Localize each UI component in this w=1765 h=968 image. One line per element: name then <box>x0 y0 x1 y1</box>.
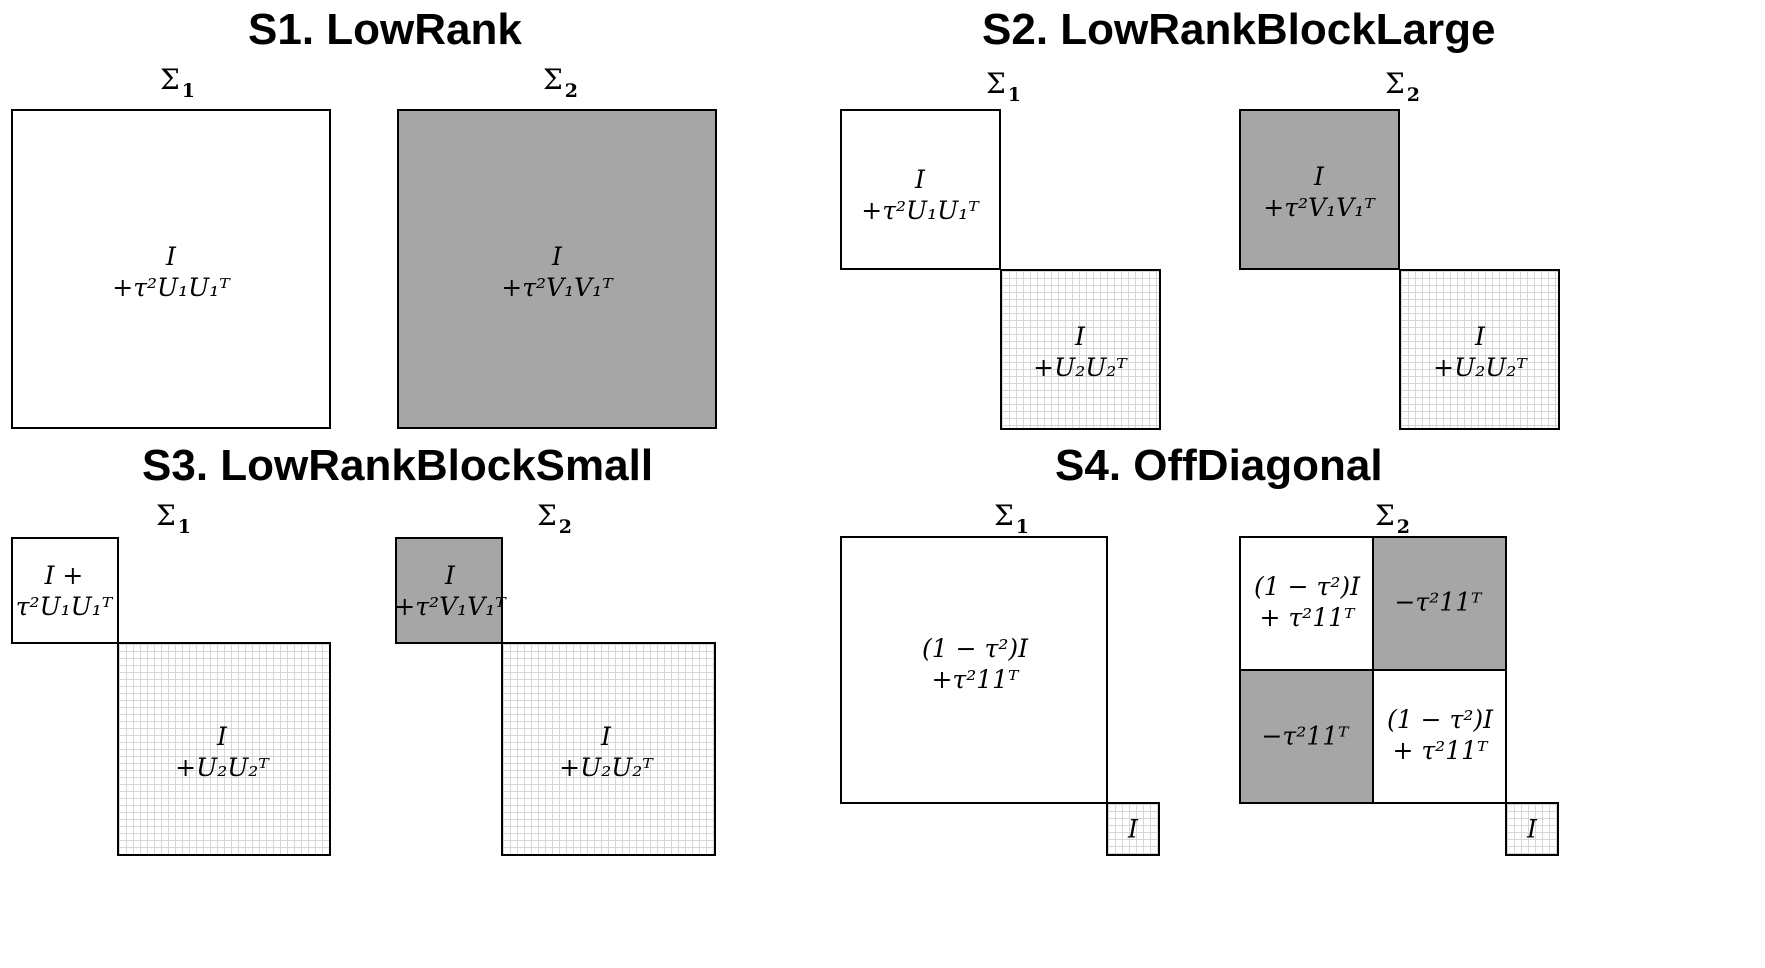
formula-line: I <box>915 164 925 194</box>
s1-sigma1-formula: I +τ²U₁U₁ᵀ <box>112 241 229 304</box>
s4-sigma2-identity-block <box>1505 802 1559 856</box>
sigma-symbol: Σ <box>986 67 1006 100</box>
sigma-subscript: 2 <box>558 516 573 538</box>
sigma-symbol: Σ <box>160 63 180 96</box>
formula-line: +U₂U₂ᵀ <box>1033 353 1127 382</box>
formula-line: I + <box>44 560 84 590</box>
formula-line: I <box>601 721 611 751</box>
s1-sigma2-formula: I +τ²V₁V₁ᵀ <box>501 241 612 304</box>
formula-line: +U₂U₂ᵀ <box>1433 353 1527 382</box>
s2-sigma2-block1-formula: I +τ²V₁V₁ᵀ <box>1263 161 1374 224</box>
s2-sigma1-block2-formula: I +U₂U₂ᵀ <box>1033 321 1127 384</box>
formula-line: + τ²11ᵀ <box>1392 736 1488 765</box>
s4-sigma1-identity-block <box>1106 802 1160 856</box>
formula-line: +τ²V₁V₁ᵀ <box>394 592 506 621</box>
formula-line: I <box>166 241 176 271</box>
formula-line: +U₂U₂ᵀ <box>175 753 269 782</box>
sigma-subscript: 1 <box>181 80 196 102</box>
s4-sigma2-bottom-right-block <box>1372 669 1507 804</box>
s4-sigma1-large-formula: (1 − τ²)I +τ²11ᵀ <box>922 633 1028 696</box>
s4-sigma2-bottom-left-formula: −τ²11ᵀ <box>1261 720 1348 751</box>
s3-sigma2-block2 <box>501 642 716 856</box>
sigma-subscript: 1 <box>1015 516 1030 538</box>
formula-line: I <box>217 721 227 751</box>
formula-line: +U₂U₂ᵀ <box>559 753 653 782</box>
s4-sigma2-top-right-block <box>1372 536 1507 671</box>
sigma-subscript: 2 <box>564 80 579 102</box>
sigma-symbol: Σ <box>1375 499 1395 532</box>
panel-title-s4: S4. OffDiagonal <box>1055 441 1383 490</box>
formula-line: +τ²V₁V₁ᵀ <box>1263 193 1375 222</box>
s4-sigma2-top-right-formula: −τ²11ᵀ <box>1394 586 1481 617</box>
sigma-symbol: Σ <box>543 63 563 96</box>
s1-sigma2-matrix <box>397 109 717 429</box>
sigma-subscript: 2 <box>1396 516 1411 538</box>
formula-line: I <box>445 560 455 590</box>
s2-sigma1-block1-formula: I +τ²U₁U₁ᵀ <box>861 164 978 227</box>
sigma-symbol: Σ <box>1385 67 1405 100</box>
formula-line: +τ²11ᵀ <box>931 665 1019 694</box>
formula-line: (1 − τ²)I <box>1254 571 1360 601</box>
sigma-symbol: Σ <box>156 499 176 532</box>
panel-title-s3: S3. LowRankBlockSmall <box>142 441 654 490</box>
s3-sigma1-block2-formula: I +U₂U₂ᵀ <box>175 721 269 784</box>
formula-line: I <box>552 241 562 271</box>
sigma-subscript: 1 <box>1007 84 1022 106</box>
sigma-subscript: 2 <box>1406 84 1421 106</box>
formula-line: I <box>1075 321 1085 351</box>
formula-line: + τ²11ᵀ <box>1259 603 1355 632</box>
s3-sigma1-block1 <box>11 537 119 644</box>
formula-line: I <box>1314 161 1324 191</box>
s1-sigma1-matrix <box>11 109 331 429</box>
s2-sigma2-block1 <box>1239 109 1400 270</box>
s4-sigma2-top-left-formula: (1 − τ²)I + τ²11ᵀ <box>1254 571 1360 634</box>
panel-title-s2: S2. LowRankBlockLarge <box>982 5 1496 54</box>
panel-title-s1: S1. LowRank <box>248 5 522 54</box>
formula-line: +τ²U₁U₁ᵀ <box>112 273 230 302</box>
formula-line: I <box>1527 814 1537 844</box>
s4-sigma1-identity-formula: I <box>1128 813 1138 844</box>
sigma-subscript: 1 <box>177 516 192 538</box>
formula-line: −τ²11ᵀ <box>1394 587 1482 617</box>
s3-sigma2-block2-formula: I +U₂U₂ᵀ <box>559 721 653 784</box>
s2-sigma2-block2 <box>1399 269 1560 430</box>
s4-sigma2-top-left-block <box>1239 536 1374 671</box>
formula-line: (1 − τ²)I <box>1387 704 1493 734</box>
s3-sigma2-block1 <box>395 537 503 644</box>
s4-sigma2-bottom-right-formula: (1 − τ²)I + τ²11ᵀ <box>1387 704 1493 767</box>
formula-line: (1 − τ²)I <box>922 633 1028 663</box>
sigma-symbol: Σ <box>537 499 557 532</box>
formula-line: −τ²11ᵀ <box>1261 721 1349 751</box>
sigma-symbol: Σ <box>994 499 1014 532</box>
s2-sigma2-block2-formula: I +U₂U₂ᵀ <box>1433 321 1527 384</box>
formula-line: τ²U₁U₁ᵀ <box>15 592 113 621</box>
formula-line: +τ²U₁U₁ᵀ <box>861 196 979 225</box>
s3-sigma2-block1-formula: I +τ²V₁V₁ᵀ <box>394 560 505 623</box>
s4-sigma2-identity-formula: I <box>1527 813 1537 844</box>
s4-sigma1-large-block <box>840 536 1108 804</box>
formula-line: I <box>1475 321 1485 351</box>
s3-sigma1-block2 <box>117 642 331 856</box>
formula-line: I <box>1128 814 1138 844</box>
s2-sigma1-block2 <box>1000 269 1161 430</box>
s2-sigma1-block1 <box>840 109 1001 270</box>
formula-line: +τ²V₁V₁ᵀ <box>501 273 613 302</box>
s3-sigma1-block1-formula: I + τ²U₁U₁ᵀ <box>16 560 113 623</box>
